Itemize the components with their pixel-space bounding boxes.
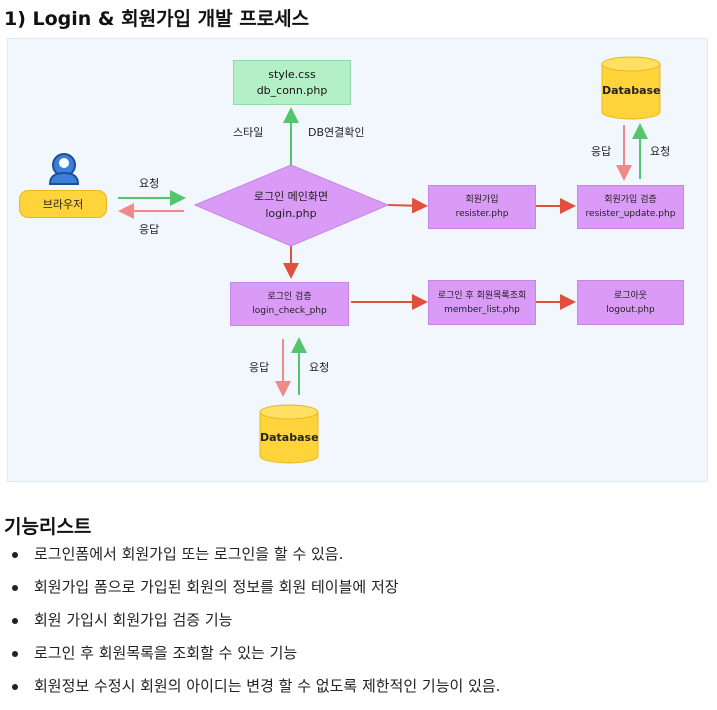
list-item: 회원 가입시 회원가입 검증 기능 [0, 604, 717, 637]
database-top-shape [601, 56, 661, 120]
label-db-top-request: 요청 [650, 145, 671, 158]
main-diamond-shape [193, 164, 390, 247]
main-diamond: 로그인 메인화면 login.php [221, 188, 361, 222]
label-browser-response: 응답 [139, 223, 160, 236]
label-browser-request: 요청 [139, 177, 160, 190]
login-check-box: 로그인 검증 login_check_php [230, 282, 349, 326]
feature-list-heading: 기능리스트 [4, 516, 92, 538]
label-db-bottom-response: 응답 [249, 361, 270, 374]
style-db-box: style.css db_conn.php [233, 60, 351, 105]
logout-title: 로그아웃 [613, 290, 648, 301]
label-db-check: DB연결확인 [308, 126, 365, 139]
list-item: 회원정보 수정시 회원의 아이디는 변경 할 수 없도록 제한적인 기능이 있음… [0, 670, 717, 703]
register-file: resister.php [455, 209, 509, 219]
browser-node: 브라우저 [19, 190, 107, 218]
member-list-file: member_list.php [444, 304, 520, 315]
login-check-title: 로그인 검증 [267, 292, 312, 302]
label-style: 스타일 [233, 126, 264, 139]
register-box: 회원가입 resister.php [428, 185, 536, 229]
logout-file: logout.php [606, 304, 655, 315]
logout-box: 로그아웃 logout.php [577, 280, 684, 325]
style-file-label: style.css [268, 67, 316, 81]
label-db-top-response: 응답 [591, 145, 612, 158]
page-title: 1) Login & 회원가입 개발 프로세스 [4, 8, 310, 30]
database-top: Database [602, 84, 661, 97]
register-check-box: 회원가입 검증 resister_update.php [577, 185, 684, 229]
feature-list: 로그인폼에서 회원가입 또는 로그인을 할 수 있음. 회원가입 폼으로 가입된… [0, 538, 717, 703]
process-diagram: 브라우저 style.css db_conn.php 로그인 메인화면 logi… [7, 38, 708, 482]
register-check-file: resister_update.php [585, 209, 676, 219]
member-list-title: 로그인 후 회원목록조회 [437, 290, 527, 301]
diagram-edges [48, 56, 661, 464]
list-item: 로그인폼에서 회원가입 또는 로그인을 할 수 있음. [0, 538, 717, 571]
browser-label: 브라우저 [42, 198, 84, 211]
main-diamond-title: 로그인 메인화면 [253, 190, 329, 203]
login-check-file: login_check_php [252, 306, 327, 316]
db-conn-file-label: db_conn.php [256, 83, 328, 97]
member-list-box: 로그인 후 회원목록조회 member_list.php [428, 280, 536, 325]
list-item: 로그인 후 회원목록을 조회할 수 있는 기능 [0, 637, 717, 670]
register-check-title: 회원가입 검증 [604, 195, 657, 205]
register-title: 회원가입 [465, 195, 499, 205]
database-bottom-shape [259, 404, 319, 464]
user-icon [48, 153, 80, 185]
main-diamond-file: login.php [265, 207, 317, 220]
list-item: 회원가입 폼으로 가입된 회원의 정보를 회원 테이블에 저장 [0, 571, 717, 604]
database-bottom: Database [260, 431, 319, 444]
arrow-main-to-register [387, 197, 428, 214]
label-db-bottom-request: 요청 [309, 361, 330, 374]
